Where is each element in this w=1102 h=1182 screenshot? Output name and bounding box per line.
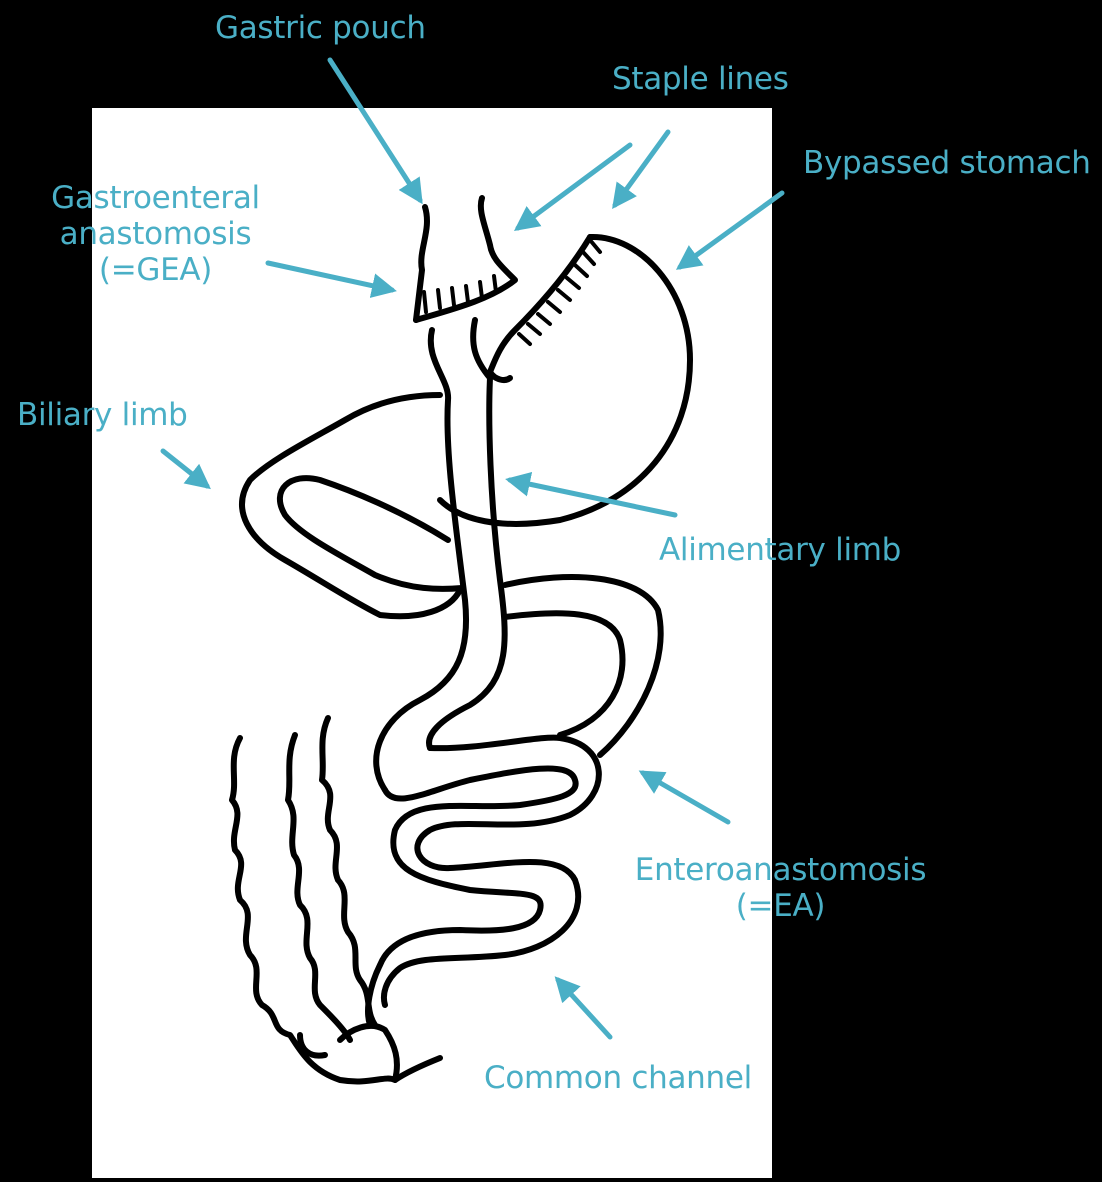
label-ea-line1: Enteroanastomosis — [628, 852, 933, 888]
label-ea: Enteroanastomosis (=EA) — [628, 852, 933, 924]
label-gastric-pouch: Gastric pouch — [215, 10, 426, 46]
label-ea-line2: (=EA) — [628, 888, 933, 924]
label-bypassed-stomach: Bypassed stomach — [803, 145, 1091, 181]
label-gea-line2: anastomosis — [48, 216, 263, 252]
label-staple-lines: Staple lines — [612, 61, 789, 97]
label-alimentary-limb: Alimentary limb — [659, 532, 901, 568]
label-gea-line3: (=GEA) — [48, 252, 263, 288]
label-biliary-limb: Biliary limb — [17, 397, 188, 433]
label-common-channel: Common channel — [484, 1060, 752, 1096]
label-gea: Gastroenteral anastomosis (=GEA) — [48, 180, 263, 288]
label-gea-line1: Gastroenteral — [48, 180, 263, 216]
